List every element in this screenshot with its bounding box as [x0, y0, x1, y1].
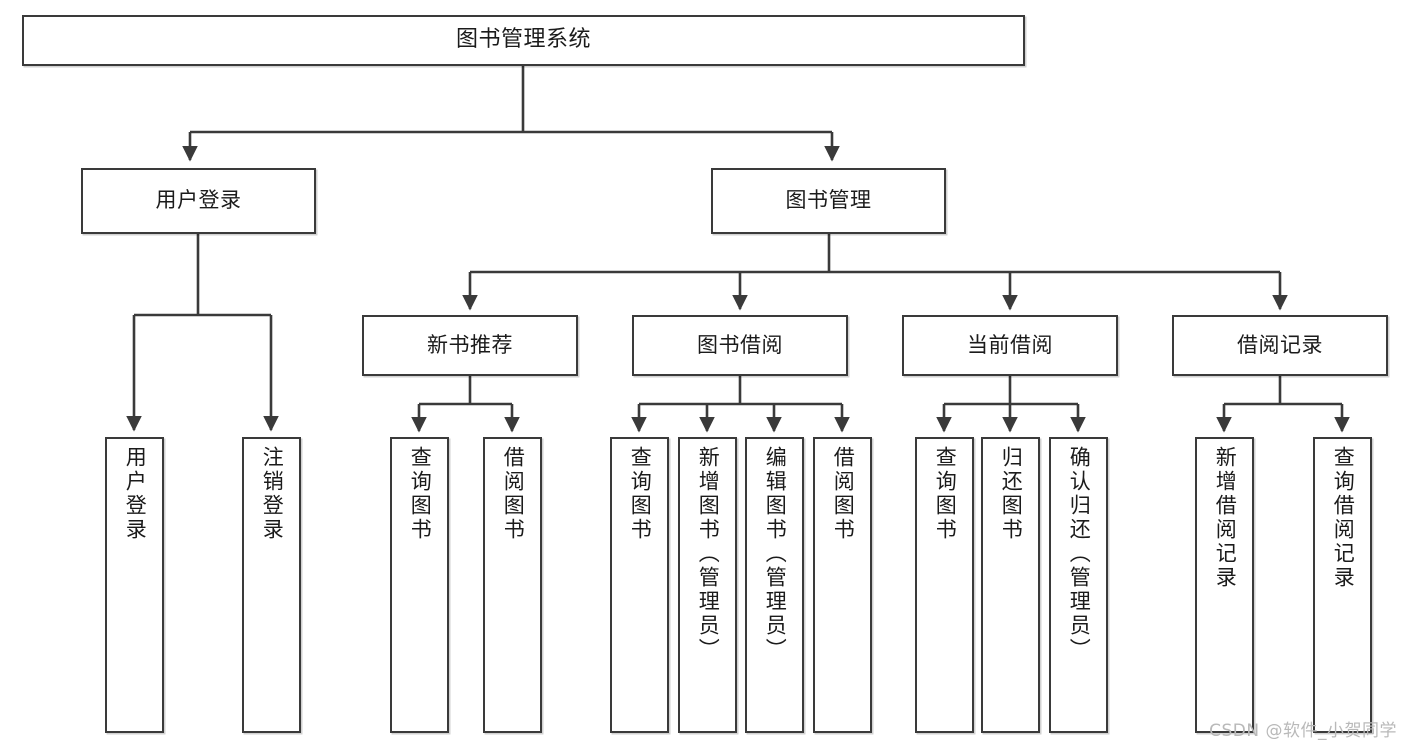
- leaf-user-login-signin[interactable]: 用户登录: [105, 437, 164, 733]
- node-label: 图书借阅: [697, 332, 783, 357]
- node-label: 查询借阅记录: [1331, 446, 1356, 590]
- node-label: 当前借阅: [967, 332, 1053, 357]
- leaf-recommend-query-book[interactable]: 查询图书: [390, 437, 449, 733]
- leaf-borrow-borrow-book[interactable]: 借阅图书: [813, 437, 872, 733]
- node-root-system[interactable]: 图书管理系统: [22, 15, 1025, 66]
- leaf-recommend-borrow-book[interactable]: 借阅图书: [483, 437, 542, 733]
- leaf-current-return-book[interactable]: 归还图书: [981, 437, 1040, 733]
- node-label: 归还图书: [999, 446, 1024, 542]
- node-label: 新增借阅记录: [1213, 446, 1238, 590]
- node-user-login[interactable]: 用户登录: [81, 168, 316, 234]
- leaf-user-login-signout[interactable]: 注销登录: [242, 437, 301, 733]
- node-label: 图书管理系统: [455, 27, 591, 53]
- node-label: 用户登录: [123, 446, 148, 542]
- node-book-management[interactable]: 图书管理: [711, 168, 946, 234]
- node-current-borrow[interactable]: 当前借阅: [902, 315, 1118, 376]
- leaf-borrow-edit-book-admin[interactable]: 编辑图书（管理员）: [745, 437, 804, 733]
- node-label: 借阅图书: [831, 446, 856, 542]
- node-label: 查询图书: [628, 446, 653, 542]
- node-label: 借阅图书: [501, 446, 526, 542]
- leaf-borrow-add-book-admin[interactable]: 新增图书（管理员）: [678, 437, 737, 733]
- node-label: 图书管理: [785, 188, 872, 213]
- node-label: 确认归还（管理员）: [1067, 446, 1092, 662]
- leaf-record-add-record[interactable]: 新增借阅记录: [1195, 437, 1254, 733]
- leaf-current-query-book[interactable]: 查询图书: [915, 437, 974, 733]
- node-label: 查询图书: [933, 446, 958, 542]
- node-label: 查询图书: [408, 446, 433, 542]
- node-label: 借阅记录: [1237, 332, 1323, 357]
- node-label: 新书推荐: [427, 332, 513, 357]
- node-label: 用户登录: [155, 188, 242, 213]
- node-label: 编辑图书（管理员）: [763, 446, 788, 662]
- node-label: 新增图书（管理员）: [696, 446, 721, 662]
- watermark-text: CSDN @软件_小贺同学: [1209, 721, 1397, 741]
- leaf-current-confirm-return-admin[interactable]: 确认归还（管理员）: [1049, 437, 1108, 733]
- node-borrow-record[interactable]: 借阅记录: [1172, 315, 1388, 376]
- node-new-book-recommend[interactable]: 新书推荐: [362, 315, 578, 376]
- leaf-record-query-record[interactable]: 查询借阅记录: [1313, 437, 1372, 733]
- node-label: 注销登录: [260, 446, 285, 542]
- leaf-borrow-query-book[interactable]: 查询图书: [610, 437, 669, 733]
- node-book-borrow[interactable]: 图书借阅: [632, 315, 848, 376]
